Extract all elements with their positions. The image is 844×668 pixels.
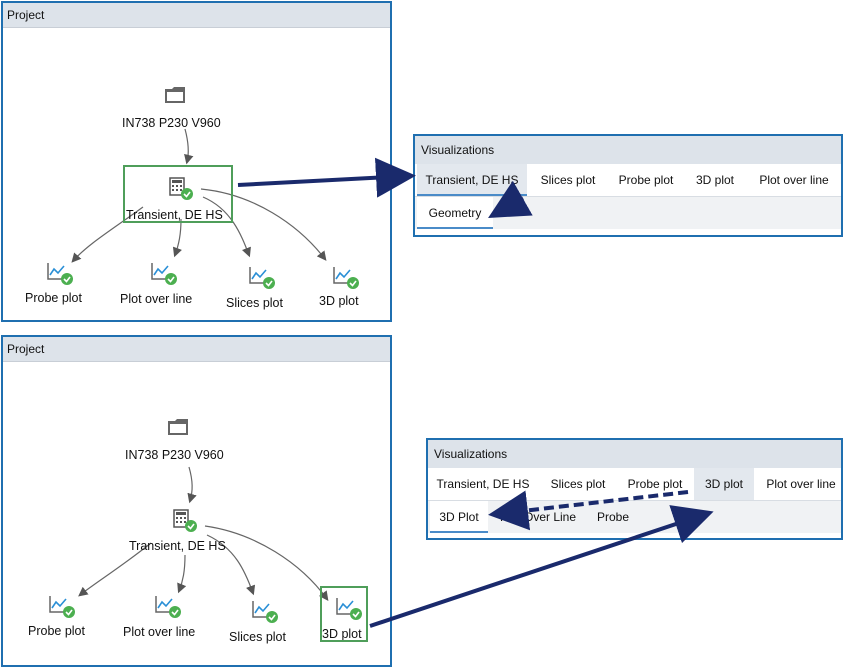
visualizations-title: Visualizations: [428, 440, 841, 468]
arrow-tab-to-geometry: [488, 180, 533, 218]
solver-node-label[interactable]: Transient, DE HS: [129, 539, 226, 553]
top-project-panel: Project IN738 P230 V960 Transient, DE HS: [1, 1, 392, 322]
tab-3d-plot[interactable]: 3D plot: [694, 468, 754, 500]
visualizations-title: Visualizations: [415, 136, 841, 164]
tab-transient-de-hs[interactable]: Transient, DE HS: [436, 477, 530, 491]
child-label-slices-plot[interactable]: Slices plot: [226, 296, 283, 310]
arrow-3d-tab-to-subtab: [488, 490, 689, 531]
child-label-plot-over-line[interactable]: Plot over line: [123, 625, 196, 639]
chart-icon[interactable]: [332, 265, 360, 294]
3d-plot-highlight-box: [320, 586, 368, 642]
tab-slices-plot[interactable]: Slices plot: [540, 173, 596, 187]
folder-icon[interactable]: [164, 85, 186, 110]
visualization-tabs: Transient, DE HS Slices plot Probe plot …: [415, 164, 841, 197]
chart-icon[interactable]: [150, 261, 178, 290]
chart-icon[interactable]: [46, 261, 74, 290]
tab-plot-over-line[interactable]: Plot over line: [759, 173, 829, 187]
arrow-3d-node-to-tab: [369, 505, 714, 628]
chart-icon[interactable]: [251, 599, 279, 628]
tab-3d-plot[interactable]: 3D plot: [695, 173, 735, 187]
child-label-slices-plot[interactable]: Slices plot: [229, 630, 286, 644]
project-panel-title: Project: [3, 3, 390, 28]
tab-plot-over-line[interactable]: Plot over line: [766, 477, 836, 491]
chart-icon[interactable]: [154, 594, 182, 623]
tab-probe-plot[interactable]: Probe plot: [627, 477, 683, 491]
folder-icon[interactable]: [167, 417, 189, 442]
subtab-probe[interactable]: Probe: [596, 510, 630, 524]
child-label-probe-plot[interactable]: Probe plot: [28, 624, 85, 638]
subtab-geometry[interactable]: Geometry: [417, 197, 493, 229]
child-label-plot-over-line[interactable]: Plot over line: [120, 292, 193, 306]
tab-probe-plot[interactable]: Probe plot: [618, 173, 674, 187]
chart-icon[interactable]: [248, 265, 276, 294]
solver-highlight-box: [123, 165, 233, 223]
bottom-project-panel: Project IN738 P230 V960 Transient, DE HS…: [1, 335, 392, 667]
root-node-label[interactable]: IN738 P230 V960: [122, 116, 221, 130]
top-visualizations-panel: Visualizations Transient, DE HS Slices p…: [413, 134, 843, 237]
chart-icon[interactable]: [335, 596, 363, 625]
child-label-3d-plot[interactable]: 3D plot: [319, 294, 359, 308]
visualization-subtabs: Geometry: [415, 197, 841, 229]
solver-node-label[interactable]: Transient, DE HS: [126, 208, 223, 222]
subtab-3d-plot[interactable]: 3D Plot: [430, 501, 488, 533]
child-label-3d-plot[interactable]: 3D plot: [322, 627, 362, 641]
tab-slices-plot[interactable]: Slices plot: [550, 477, 606, 491]
project-graph-edges: [71, 128, 327, 263]
project-panel-title: Project: [3, 337, 390, 362]
arrow-solver-to-tab: [237, 157, 416, 198]
project-graph-edges: [78, 466, 329, 601]
child-label-probe-plot[interactable]: Probe plot: [25, 291, 82, 305]
calculator-icon[interactable]: [169, 177, 197, 206]
chart-icon[interactable]: [48, 594, 76, 623]
root-node-label[interactable]: IN738 P230 V960: [125, 448, 224, 462]
calculator-icon[interactable]: [173, 509, 201, 538]
